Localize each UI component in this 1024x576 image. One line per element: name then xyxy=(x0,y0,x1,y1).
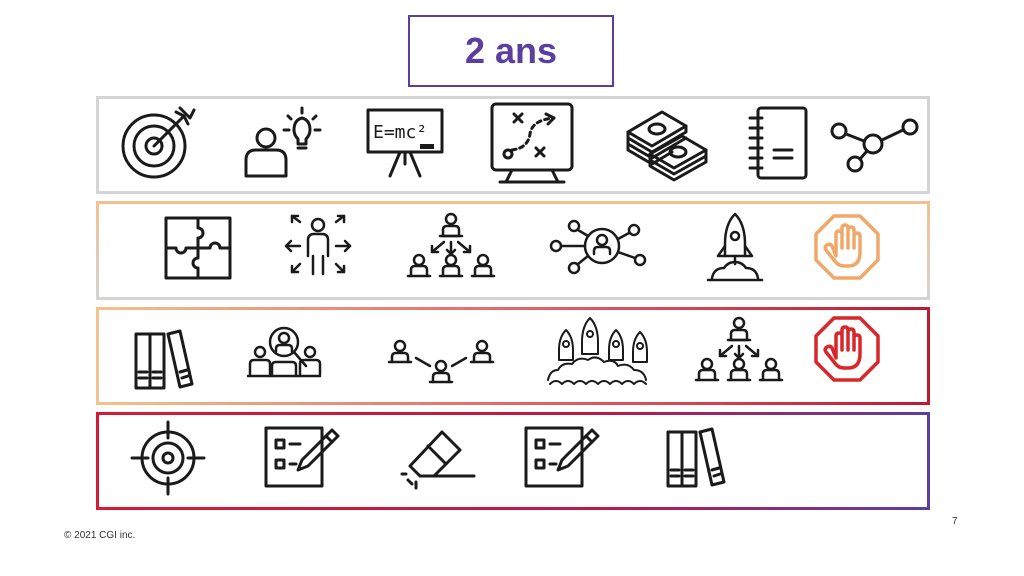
people-network-icon xyxy=(548,216,648,278)
money-stack-icon xyxy=(620,104,712,184)
eraser-icon xyxy=(398,426,478,490)
checklist-pencil-icon xyxy=(260,422,344,492)
books-icon xyxy=(662,424,734,490)
team-search-icon xyxy=(244,322,324,382)
person-idea-icon xyxy=(240,104,324,184)
icon-row-3 xyxy=(96,307,930,405)
icon-row-4 xyxy=(96,412,930,510)
icon-row-2 xyxy=(96,201,930,300)
formula-text: E=mc² xyxy=(373,122,427,143)
books-icon xyxy=(130,326,202,392)
title-box: 2 ans xyxy=(408,15,614,87)
rockets-launch-icon xyxy=(544,314,662,386)
notebook-icon xyxy=(744,104,814,184)
target-arrow-icon xyxy=(118,104,202,184)
rocket-icon xyxy=(704,210,766,286)
puzzle-icon xyxy=(160,212,236,284)
slide-title: 2 ans xyxy=(464,30,558,71)
whiteboard-formula-icon: E=mc² xyxy=(364,106,448,186)
person-arrows-icon xyxy=(280,212,356,284)
copyright-footer: © 2021 CGI inc. xyxy=(64,530,136,541)
stop-hand-orange-icon xyxy=(812,212,882,282)
stop-hand-red-icon xyxy=(812,314,882,384)
hierarchy-people-icon xyxy=(404,210,498,282)
icon-row-1 xyxy=(96,96,930,194)
network-nodes-icon xyxy=(826,112,920,176)
strategy-board-icon xyxy=(488,100,576,186)
page-number: 7 xyxy=(952,516,958,527)
checklist-pencil-icon xyxy=(520,422,604,492)
people-connection-icon xyxy=(380,336,500,388)
crosshair-target-icon xyxy=(130,420,206,496)
hierarchy-people-icon xyxy=(692,314,786,386)
